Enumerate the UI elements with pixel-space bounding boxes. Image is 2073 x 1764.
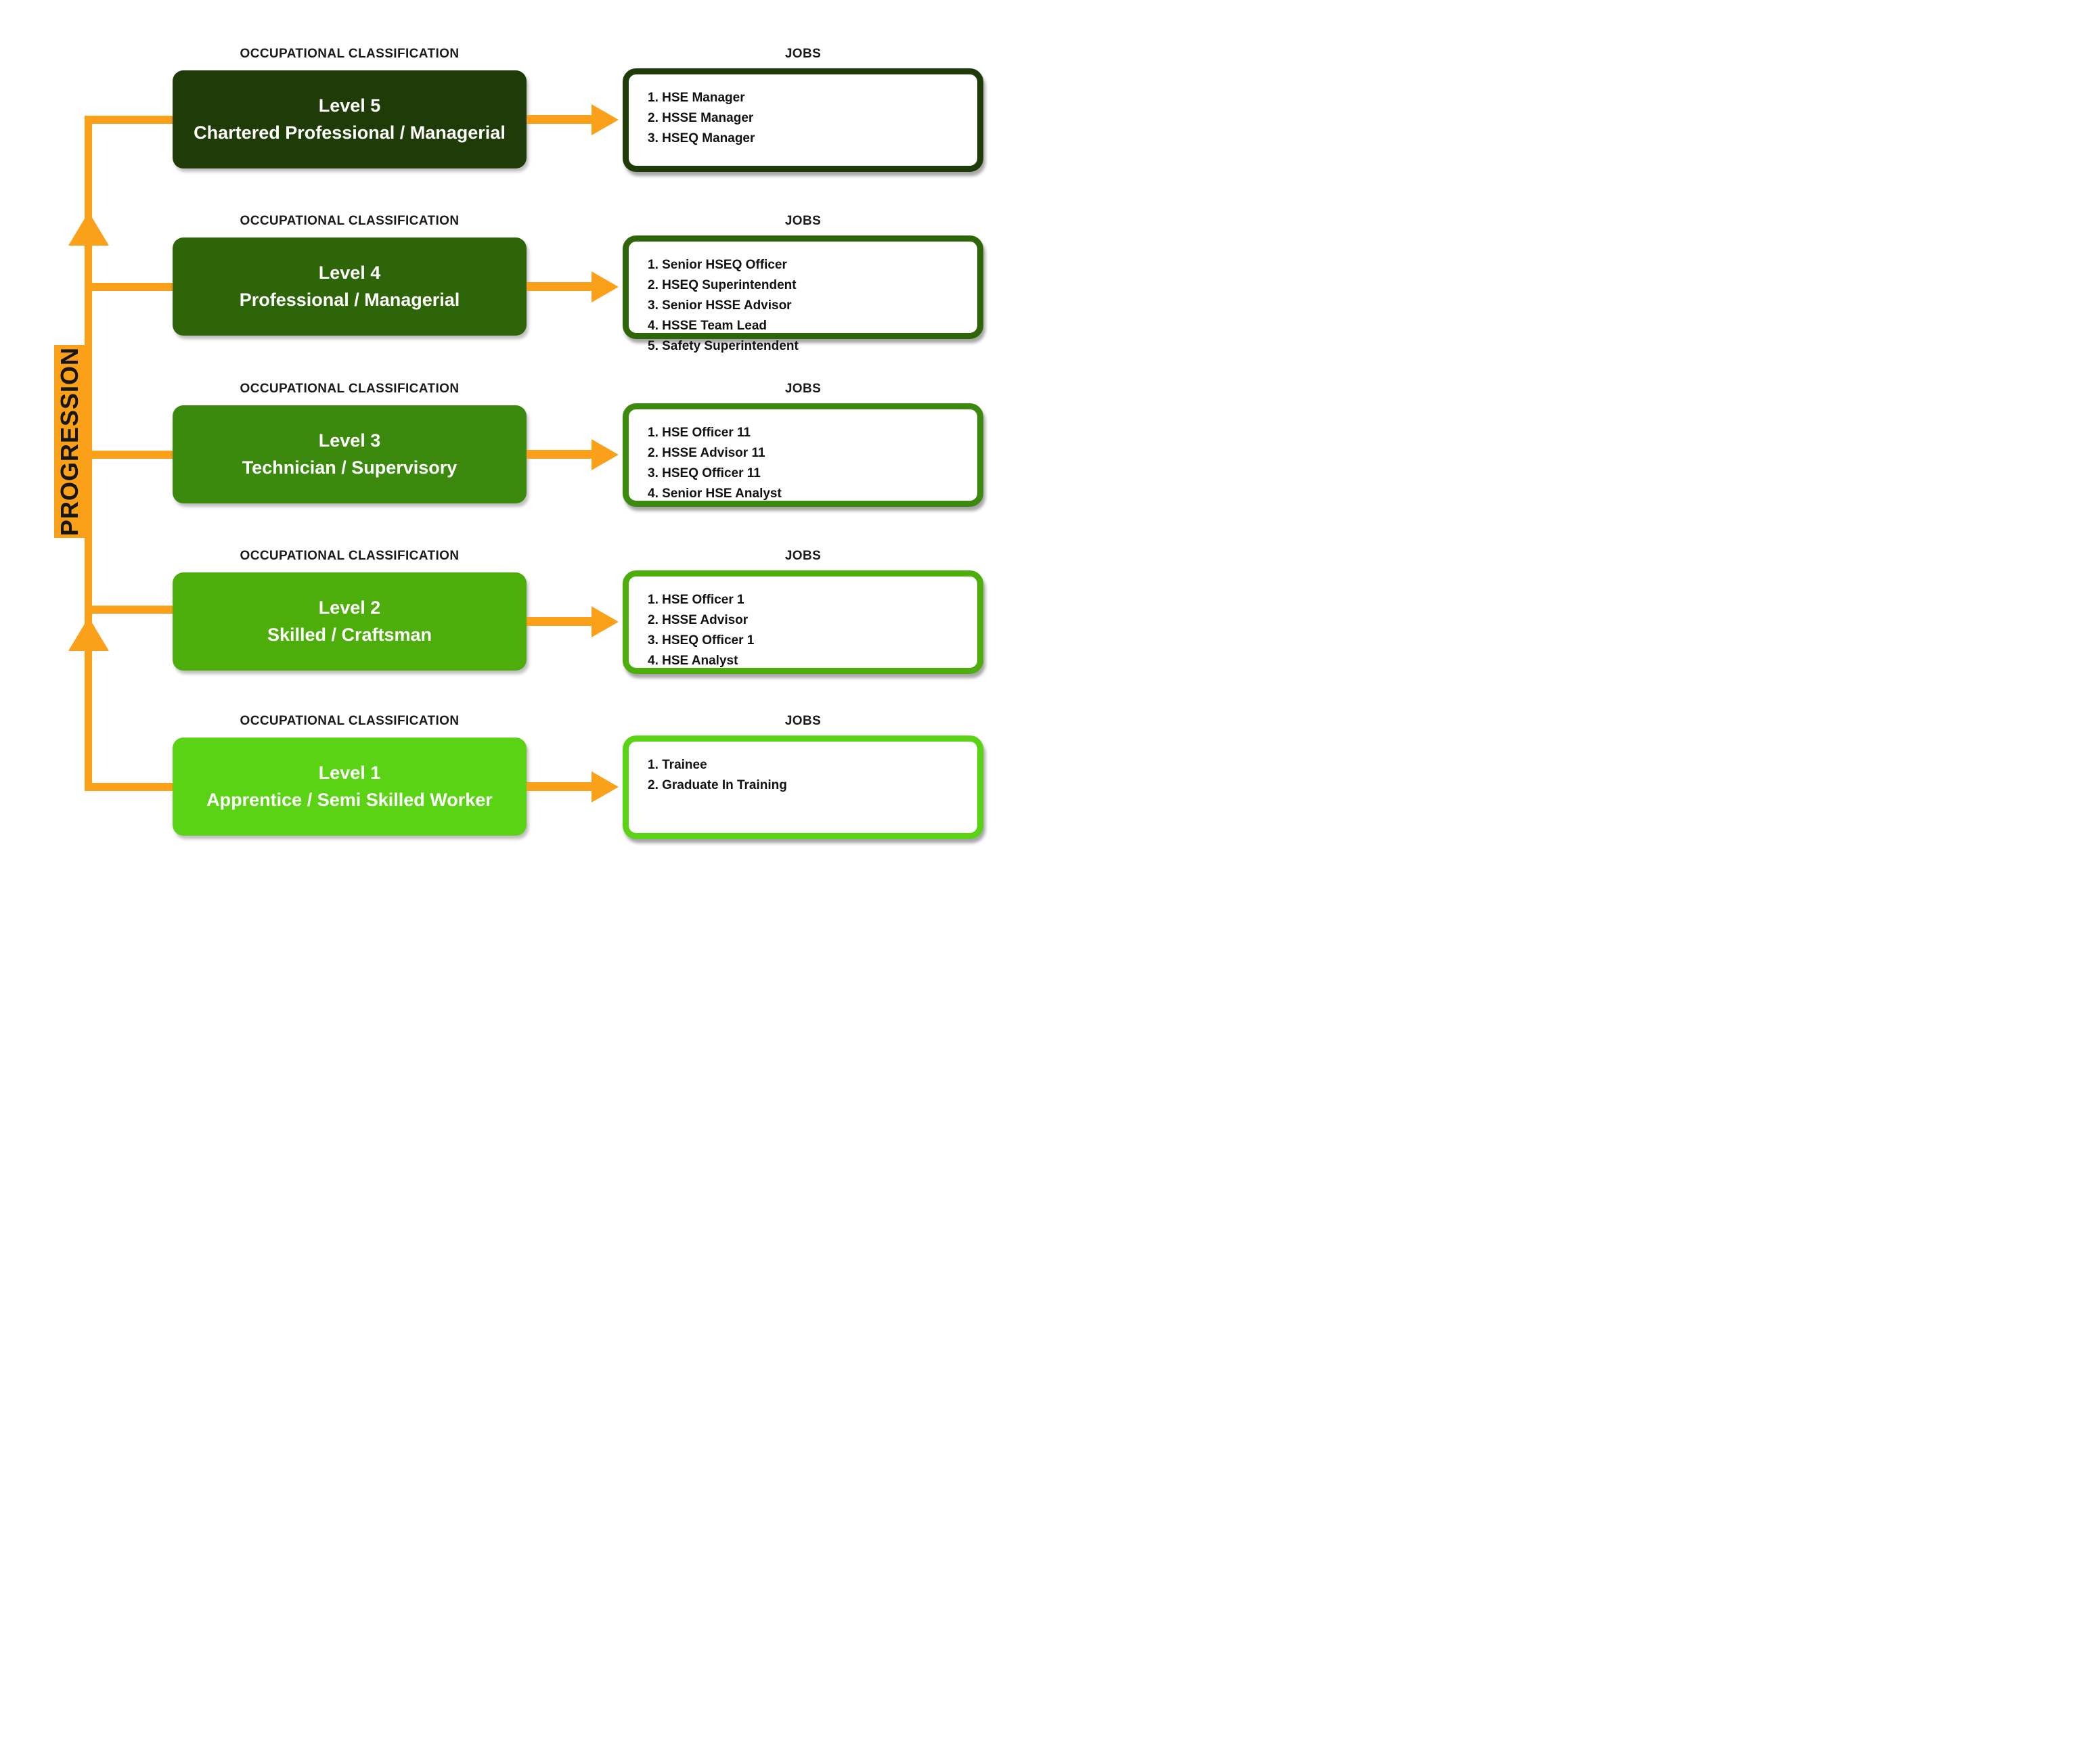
job-item: 1. HSE Manager bbox=[648, 91, 745, 105]
jobs-list: 1. HSE Officer 11 2. HSSE Advisor 11 3. HS… bbox=[629, 409, 977, 504]
right-arrowhead-icon bbox=[592, 606, 619, 637]
job-item: 2. HSEQ Superintendent bbox=[648, 278, 797, 293]
job-item: 3. HSEQ Officer 11 bbox=[648, 466, 761, 481]
job-item: 2. HSSE Advisor bbox=[648, 613, 749, 628]
branch-line-level-5 bbox=[85, 116, 173, 124]
job-item: 3. Senior HSSE Advisor bbox=[648, 298, 792, 313]
level-row-level-4: OCCUPATIONAL CLASSIFICATION JOBS Level 4… bbox=[0, 202, 1037, 371]
progression-rail-vertical-line bbox=[85, 116, 92, 791]
level-subtitle: Professional / Managerial bbox=[239, 289, 460, 310]
level-subtitle: Apprentice / Semi Skilled Worker bbox=[206, 789, 493, 810]
job-item: 3. HSEQ Officer 1 bbox=[648, 633, 755, 648]
right-arrow-shaft bbox=[527, 450, 593, 459]
right-arrow-shaft bbox=[527, 617, 593, 626]
occupational-classification-header: OCCUPATIONAL CLASSIFICATION bbox=[240, 214, 460, 228]
occupational-classification-header: OCCUPATIONAL CLASSIFICATION bbox=[240, 382, 460, 396]
job-item: 1. Senior HSEQ Officer bbox=[648, 258, 787, 272]
branch-line-level-1 bbox=[85, 783, 173, 791]
level-title: Level 3 bbox=[318, 430, 381, 451]
level-box: Level 3 Technician / Supervisory bbox=[173, 405, 527, 503]
level-row-level-3: OCCUPATIONAL CLASSIFICATION JOBS Level 3… bbox=[0, 370, 1037, 539]
branch-line-level-3 bbox=[92, 451, 173, 459]
level-title: Level 5 bbox=[318, 95, 381, 116]
level-box: Level 1 Apprentice / Semi Skilled Worker bbox=[173, 738, 527, 836]
job-item: 4. HSE Analyst bbox=[648, 654, 738, 669]
right-arrowhead-icon bbox=[592, 771, 619, 802]
right-arrow bbox=[527, 537, 629, 706]
level-row-level-1: OCCUPATIONAL CLASSIFICATION JOBS Level 1… bbox=[0, 702, 1037, 872]
level-title: Level 2 bbox=[318, 597, 381, 618]
job-item: 5. Safety Superintendent bbox=[648, 339, 799, 354]
up-arrowhead-icon bbox=[68, 212, 109, 246]
right-arrow bbox=[527, 35, 629, 204]
job-item: 2. HSSE Advisor 11 bbox=[648, 446, 765, 461]
jobs-box: 1. HSE Manager 2. HSSE Manager 3. HSEQ Man… bbox=[623, 68, 983, 172]
jobs-header: JOBS bbox=[784, 214, 822, 228]
jobs-header: JOBS bbox=[784, 714, 822, 728]
career-progression-diagram: PROGRESSION OCCUPATIONAL CLASSIFICATION … bbox=[0, 0, 1037, 882]
jobs-list: 1. HSE Manager 2. HSSE Manager 3. HSEQ Man… bbox=[629, 74, 977, 149]
job-item: 2. Graduate In Training bbox=[648, 778, 787, 793]
right-arrowhead-icon bbox=[592, 104, 619, 135]
right-arrow bbox=[527, 702, 629, 872]
job-item: 4. Senior HSE Analyst bbox=[648, 487, 782, 501]
right-arrow bbox=[527, 202, 629, 371]
right-arrow-shaft bbox=[527, 782, 593, 791]
jobs-header: JOBS bbox=[784, 549, 822, 563]
jobs-list: 1. HSE Officer 1 2. HSSE Advisor 3. HSEQ O… bbox=[629, 576, 977, 671]
level-box: Level 4 Professional / Managerial bbox=[173, 238, 527, 336]
job-item: 3. HSEQ Manager bbox=[648, 131, 755, 146]
level-row-level-2: OCCUPATIONAL CLASSIFICATION JOBS Level 2… bbox=[0, 537, 1037, 706]
job-item: 1. HSE Officer 1 bbox=[648, 593, 744, 607]
jobs-list: 1. Senior HSEQ Officer 2. HSEQ Superinten… bbox=[629, 242, 977, 357]
right-arrow-shaft bbox=[527, 282, 593, 291]
progression-label: PROGRESSION bbox=[54, 345, 85, 538]
right-arrow-shaft bbox=[527, 115, 593, 124]
jobs-box: 1. Trainee 2. Graduate In Training bbox=[623, 736, 983, 839]
level-subtitle: Chartered Professional / Managerial bbox=[194, 122, 506, 143]
branch-line-level-4 bbox=[92, 283, 173, 291]
job-item: 1. Trainee bbox=[648, 758, 707, 772]
jobs-box: 1. Senior HSEQ Officer 2. HSEQ Superinten… bbox=[623, 235, 983, 353]
level-title: Level 1 bbox=[318, 763, 381, 784]
job-item: 2. HSSE Manager bbox=[648, 111, 754, 126]
right-arrow bbox=[527, 370, 629, 539]
job-item: 1. HSE Officer 11 bbox=[648, 426, 751, 440]
job-item: 4. HSSE Team Lead bbox=[648, 319, 767, 334]
right-arrowhead-icon bbox=[592, 439, 619, 470]
occupational-classification-header: OCCUPATIONAL CLASSIFICATION bbox=[240, 714, 460, 728]
right-arrowhead-icon bbox=[592, 271, 619, 302]
level-box: Level 5 Chartered Professional / Manager… bbox=[173, 70, 527, 168]
occupational-classification-header: OCCUPATIONAL CLASSIFICATION bbox=[240, 549, 460, 563]
jobs-header: JOBS bbox=[784, 47, 822, 61]
level-subtitle: Technician / Supervisory bbox=[242, 457, 458, 478]
jobs-list: 1. Trainee 2. Graduate In Training bbox=[629, 742, 977, 796]
up-arrowhead-icon bbox=[68, 617, 109, 651]
branch-line-level-2 bbox=[92, 606, 173, 614]
occupational-classification-header: OCCUPATIONAL CLASSIFICATION bbox=[240, 47, 460, 61]
level-box: Level 2 Skilled / Craftsman bbox=[173, 572, 527, 671]
level-row-level-5: OCCUPATIONAL CLASSIFICATION JOBS Level 5… bbox=[0, 35, 1037, 204]
jobs-header: JOBS bbox=[784, 382, 822, 396]
level-title: Level 4 bbox=[318, 263, 381, 284]
jobs-box: 1. HSE Officer 11 2. HSSE Advisor 11 3. HS… bbox=[623, 403, 983, 507]
level-subtitle: Skilled / Craftsman bbox=[267, 624, 432, 645]
jobs-box: 1. HSE Officer 1 2. HSSE Advisor 3. HSEQ O… bbox=[623, 570, 983, 674]
